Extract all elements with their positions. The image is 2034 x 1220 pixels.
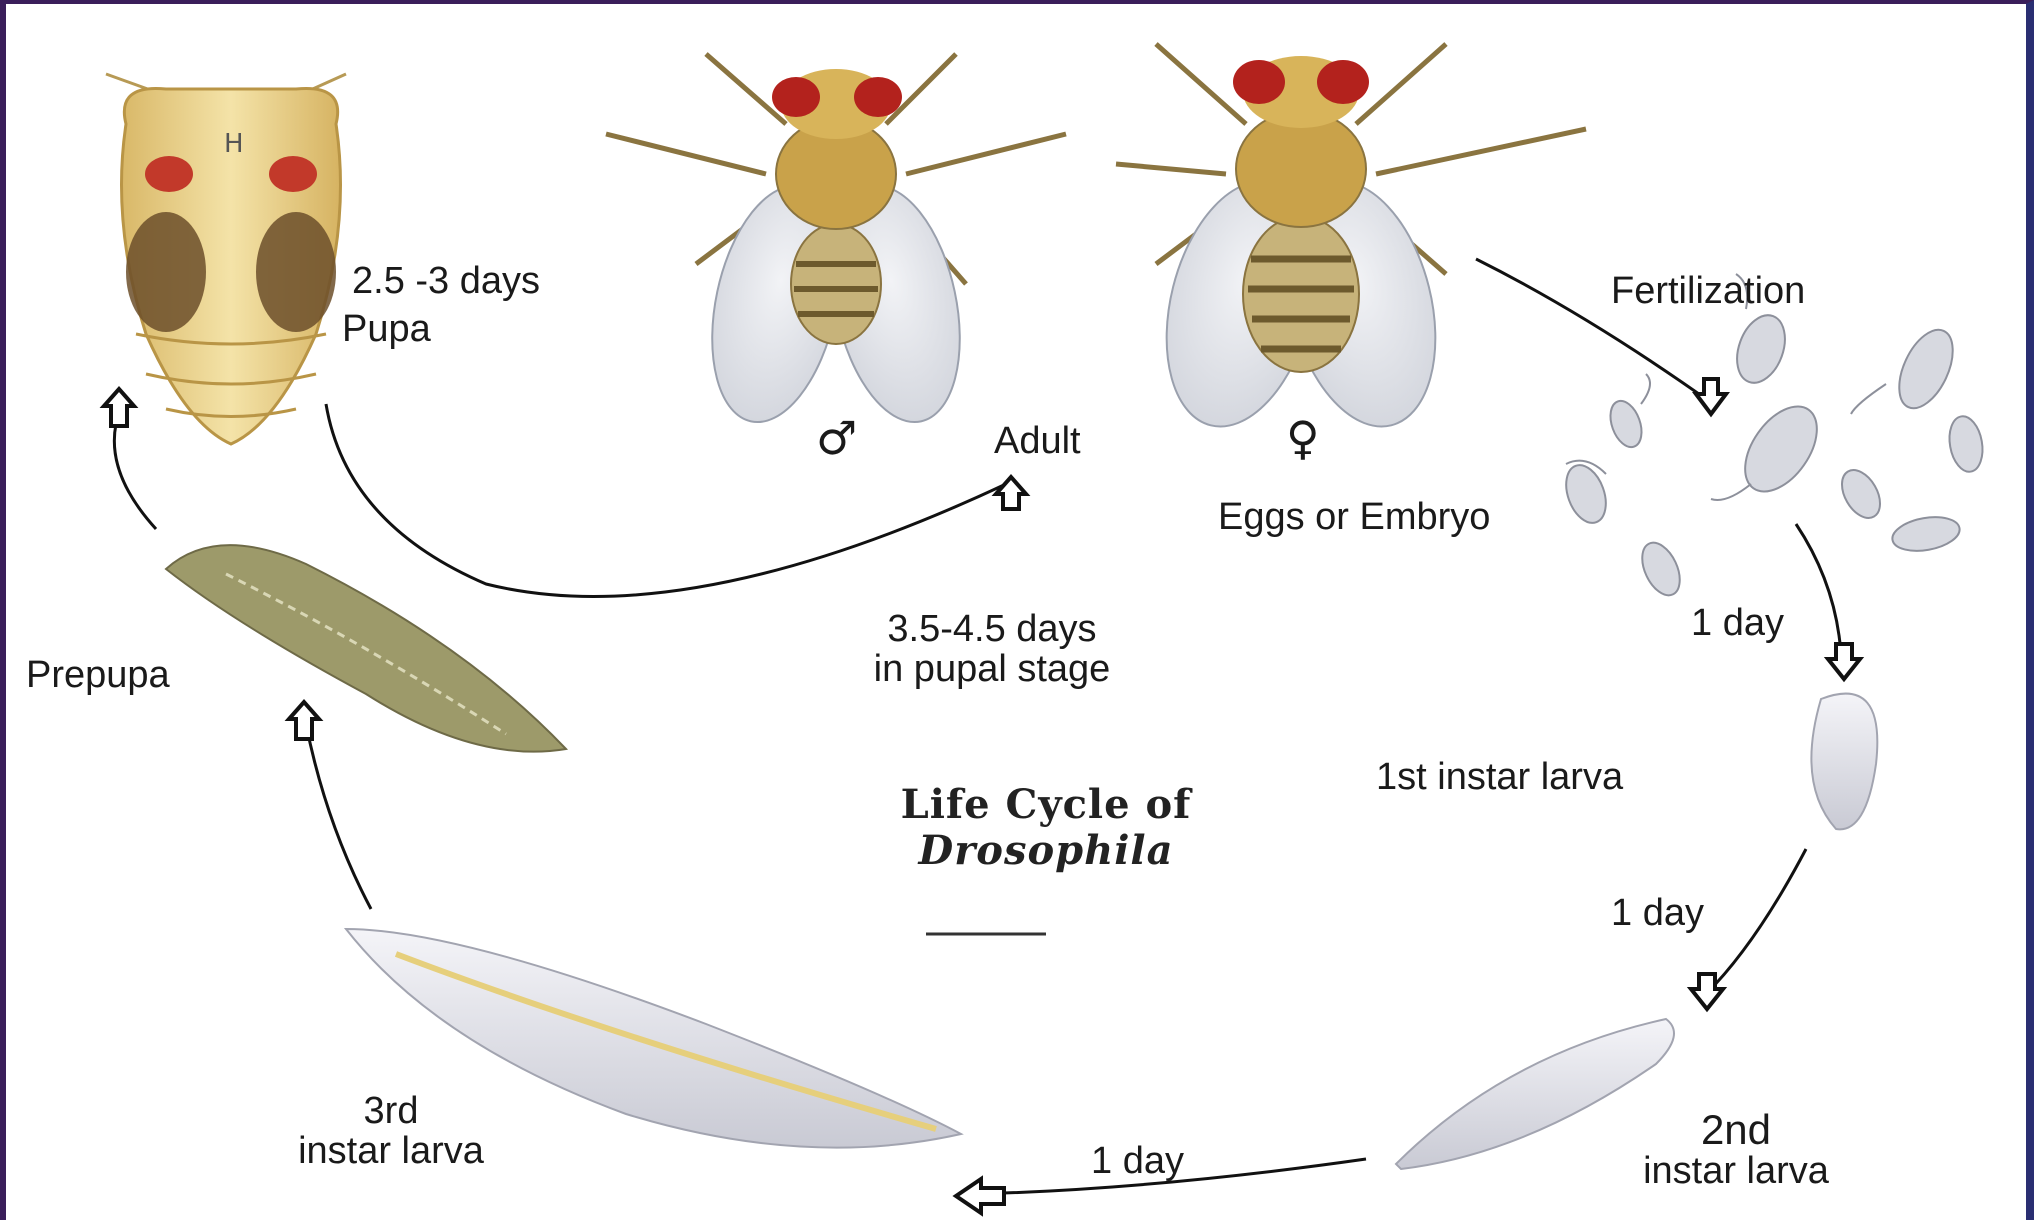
eggs-illustration (1559, 274, 1987, 601)
third-instar-line1: 3rd (246, 1092, 536, 1132)
arrow-to-eggs (1696, 379, 1726, 414)
day-second-to-third-label: 1 day (1091, 1142, 1184, 1182)
male-fly-illustration (606, 54, 1066, 434)
arrow-to-third-instar (956, 1179, 1004, 1213)
female-symbol: ♀ (1286, 414, 1320, 462)
title-line1: Life Cycle of (866, 782, 1226, 828)
eggs-label: Eggs or Embryo (1218, 498, 1490, 538)
pupal-stage-label: 3.5-4.5 days in pupal stage (832, 610, 1152, 690)
second-instar-line1: 2nd (1596, 1108, 1876, 1152)
arrow-to-adult (996, 477, 1026, 509)
diagram-title: Life Cycle of Drosophila (866, 782, 1226, 874)
third-instar-line2: instar larva (246, 1132, 536, 1172)
second-instar-line2: instar larva (1596, 1152, 1876, 1192)
pupal-stage-line2: in pupal stage (832, 650, 1152, 690)
pupa-duration-label: 2.5 -3 days (352, 262, 540, 302)
fertilization-label: Fertilization (1611, 272, 1805, 312)
day-eggs-to-first-label: 1 day (1691, 604, 1784, 644)
svg-text:H: H (224, 129, 244, 159)
title-line2: Drosophila (866, 828, 1226, 874)
adult-label: Adult (994, 422, 1081, 462)
first-instar-illustration (1811, 694, 1877, 830)
arrow-to-prepupa (289, 702, 319, 739)
third-instar-label: 3rd instar larva (246, 1092, 536, 1172)
prepupa-illustration (166, 545, 566, 751)
pupa-illustration: H (106, 74, 346, 444)
prepupa-label: Prepupa (26, 656, 170, 696)
arrow-to-pupa (104, 389, 134, 426)
male-symbol: ♂ (816, 414, 857, 462)
pupal-stage-line1: 3.5-4.5 days (832, 610, 1152, 650)
arrow-to-first-instar (1828, 644, 1860, 679)
second-instar-label: 2nd instar larva (1596, 1108, 1876, 1192)
pupa-label: Pupa (342, 310, 431, 350)
female-fly-illustration (1116, 44, 1586, 442)
first-instar-label: 1st instar larva (1376, 758, 1623, 798)
day-first-to-second-label: 1 day (1611, 894, 1704, 934)
